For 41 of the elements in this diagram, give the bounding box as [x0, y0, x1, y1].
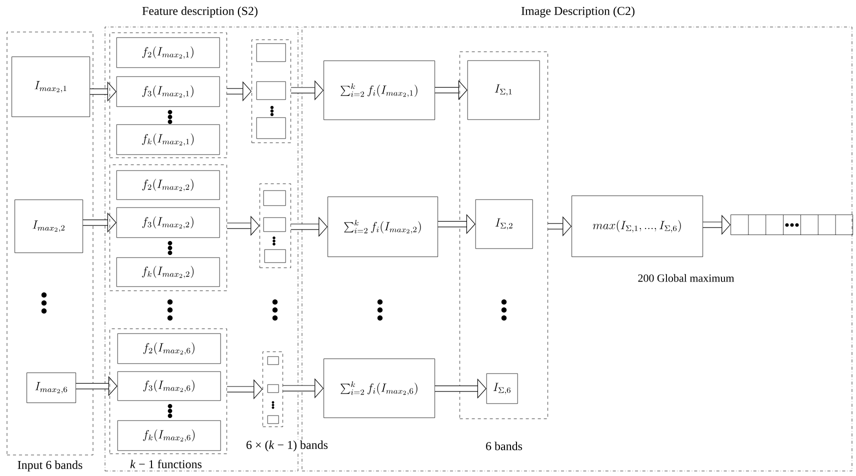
dashed-group [262, 352, 283, 427]
dashed-group [110, 32, 227, 158]
process-box: $f_k(I_{max_2,1})$ [116, 124, 220, 155]
dashed-group [260, 184, 291, 268]
dashed-group [252, 40, 291, 143]
process-box: $f_2(I_{max_2,1})$ [116, 37, 220, 68]
group-caption: Feature description (S2) [141, 6, 259, 18]
process-box: $f_3(I_{max_2,2})$ [116, 207, 220, 238]
process-box: $f_2(I_{max_2,6})$ [117, 333, 221, 364]
small-box [267, 356, 279, 365]
group-caption: 6 bands [484, 440, 524, 452]
process-box: $I_{\Sigma,2}$ [475, 199, 533, 249]
process-box: $f_3(I_{max_2,1})$ [116, 76, 220, 107]
process-box: $f_2(I_{max_2,2})$ [116, 170, 220, 200]
process-box: $f_3(I_{max_2,6})$ [117, 371, 221, 401]
process-box: $\sum_{i=2}^{k} f_i(I_{max_2,6})$ [324, 358, 435, 418]
small-box [267, 384, 279, 393]
process-box: $\sum_{i=2}^{k} f_i(I_{max_2,1})$ [324, 60, 435, 120]
process-box: $I_{max_2,2}$ [14, 200, 84, 253]
caption: 200 Global maximum [636, 273, 736, 283]
small-box [267, 415, 279, 424]
process-box: $I_{\Sigma,1}$ [467, 60, 540, 120]
small-box [264, 249, 286, 263]
group-caption: Image Description (C2) [520, 6, 636, 18]
small-box [256, 81, 286, 100]
process-box: $I_{\Sigma,6}$ [486, 373, 518, 404]
small-box [263, 190, 286, 206]
caption: 6 × (k − 1) bands [245, 440, 330, 452]
process-box: $\sum_{i=2}^{k} f_i(I_{max_2,2})$ [328, 196, 438, 257]
process-box: $I_{max_2,6}$ [26, 372, 76, 403]
group-caption: k − 1 functions [129, 458, 203, 470]
output-vector [730, 214, 853, 236]
process-box: $f_k(I_{max_2,6})$ [117, 420, 221, 451]
group-caption: Input 6 bands [16, 460, 84, 472]
small-box [256, 43, 286, 62]
process-box: $I_{max_2,1}$ [12, 56, 90, 117]
small-box [263, 217, 286, 232]
small-box [256, 117, 286, 139]
process-box: $max(I_{\Sigma,1},...,I_{\Sigma,6})$ [572, 196, 703, 257]
process-box: $f_k(I_{max_2,2})$ [116, 257, 220, 287]
dashed-group [110, 164, 227, 291]
